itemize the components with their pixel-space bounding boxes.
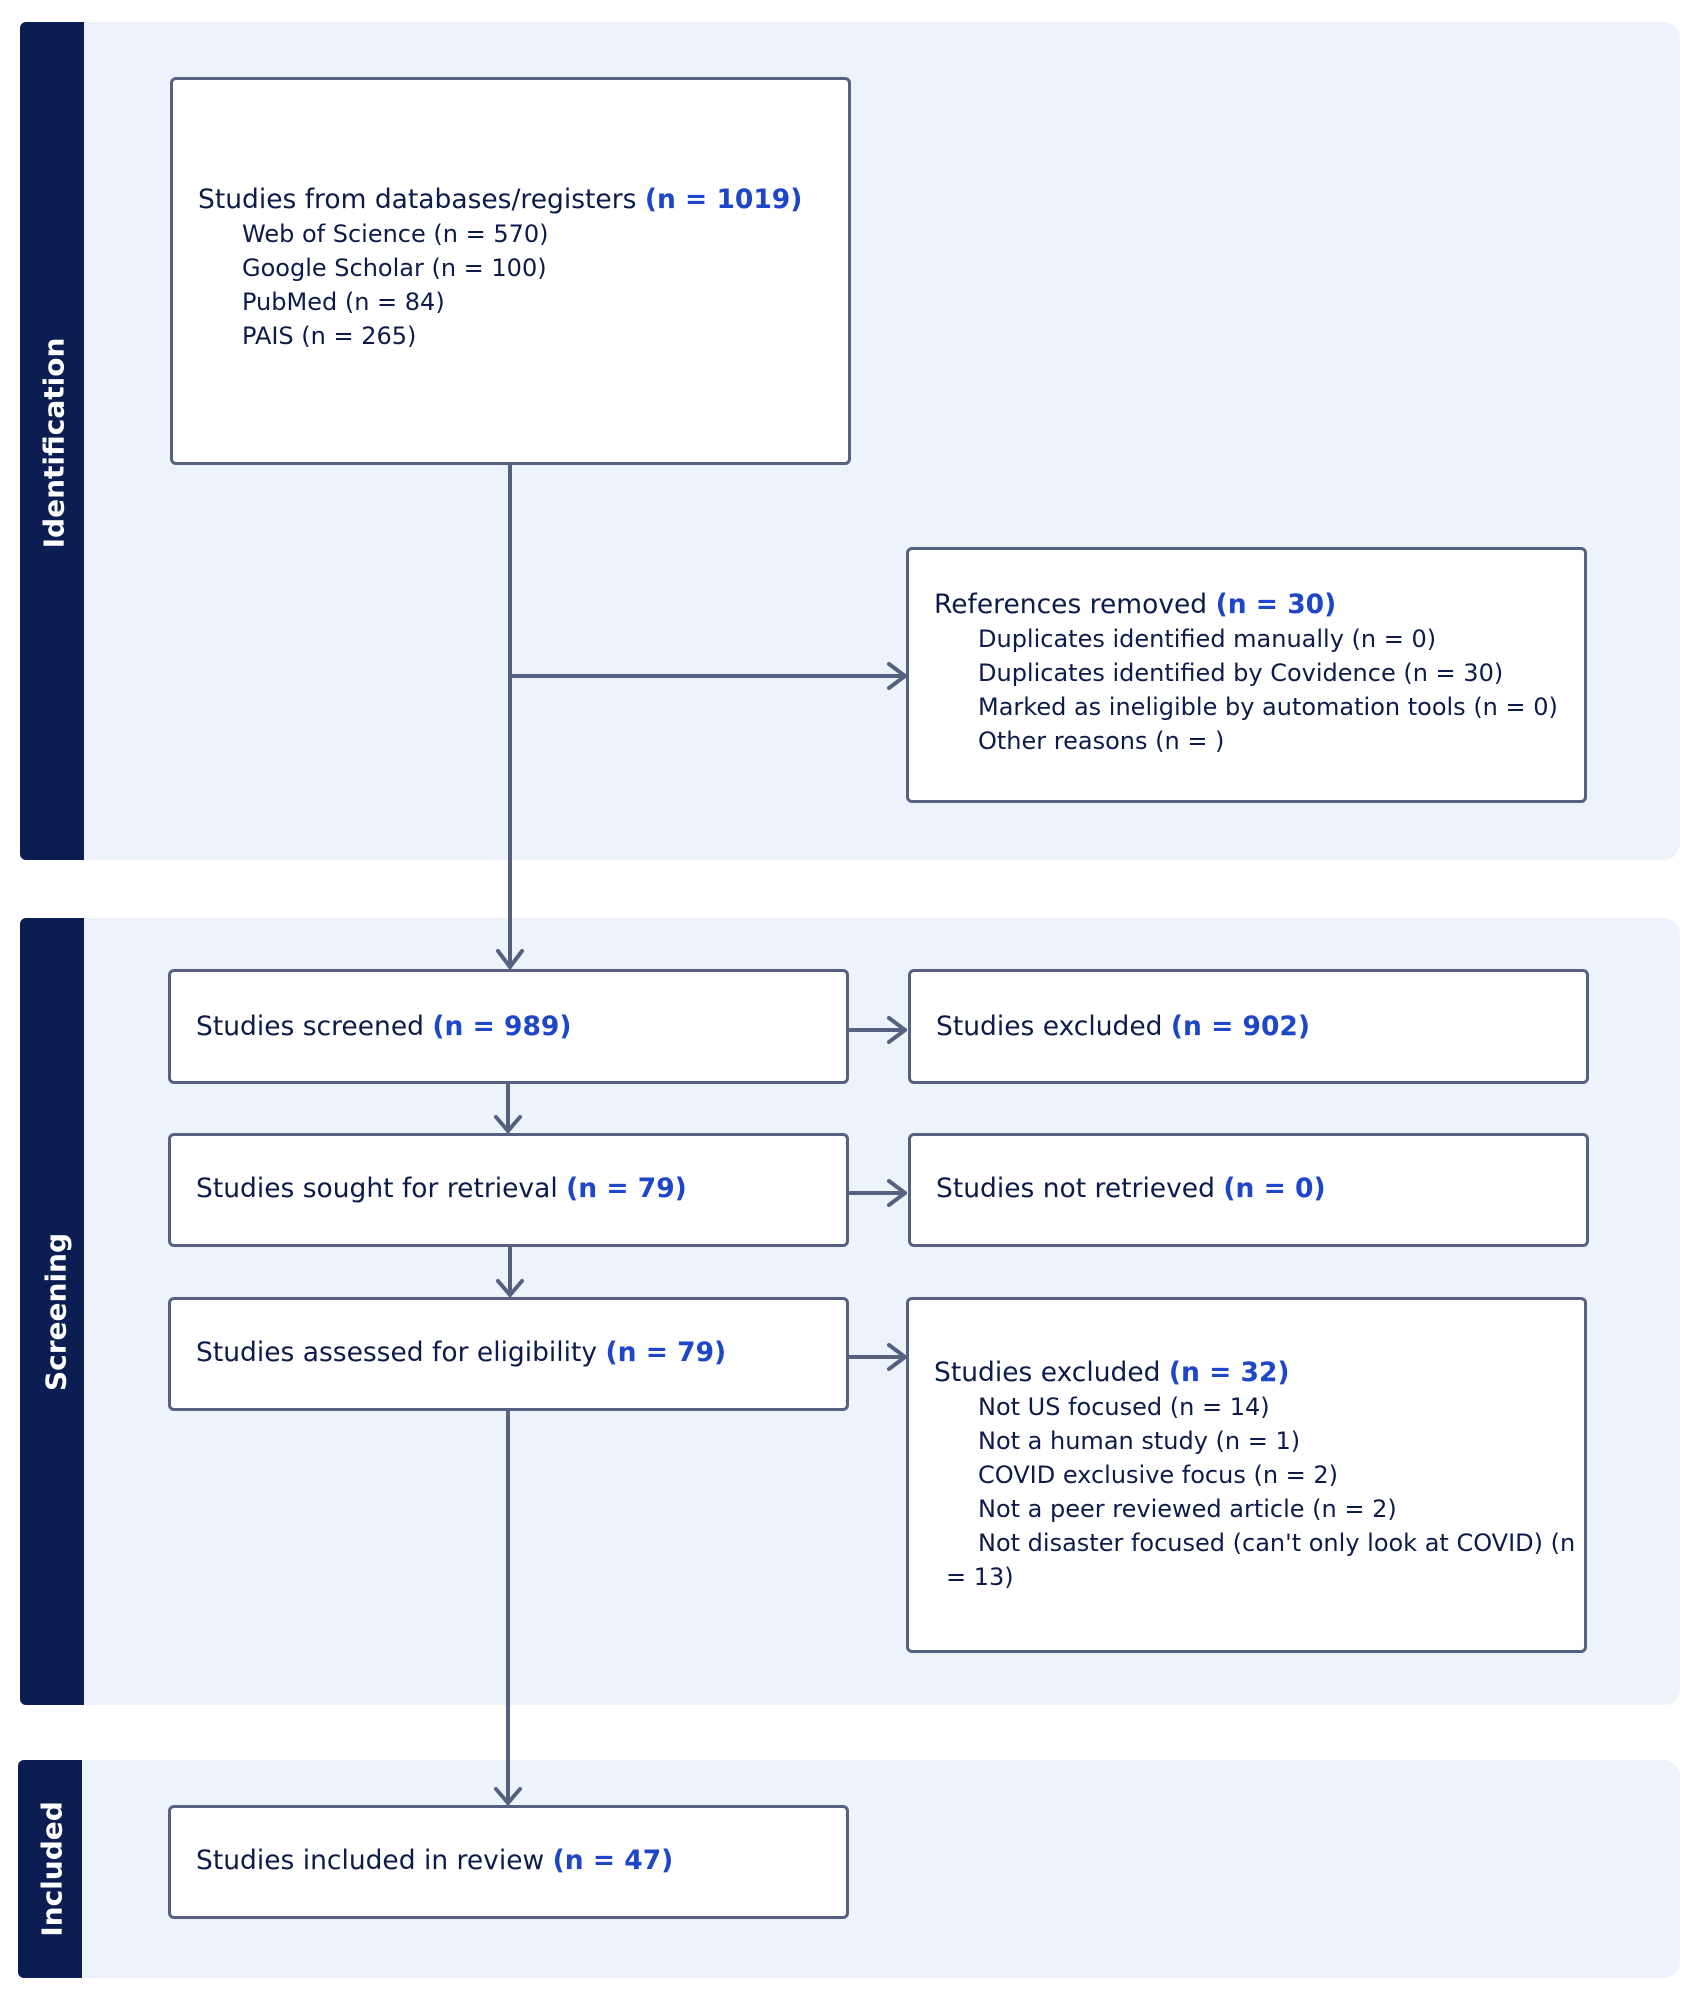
sought-box: Studies sought for retrieval (n = 79): [168, 1133, 849, 1247]
list-item: PubMed (n = 84): [242, 288, 445, 316]
sources-title: Studies from databases/registers: [198, 184, 637, 215]
list-item: Not a peer reviewed article (n = 2): [978, 1495, 1397, 1523]
sought-title-line: Studies sought for retrieval (n = 79): [196, 1172, 826, 1206]
sought-count: (n = 79): [566, 1173, 687, 1204]
list-item: Marked as ineligible by automation tools…: [978, 693, 1558, 721]
not-retrieved-title-line: Studies not retrieved (n = 0): [936, 1172, 1566, 1206]
included-stage-bar: [18, 1760, 82, 1978]
removed-title: References removed: [934, 589, 1208, 620]
excluded-count: (n = 902): [1170, 1011, 1310, 1042]
screened-title-line: Studies screened (n = 989): [196, 1010, 826, 1044]
list-item: PAIS (n = 265): [242, 322, 417, 350]
not-retrieved-title: Studies not retrieved: [936, 1173, 1215, 1204]
screened-count: (n = 989): [432, 1011, 572, 1042]
excluded-title: Studies excluded: [936, 1011, 1163, 1042]
not-retrieved-box: Studies not retrieved (n = 0): [908, 1133, 1589, 1247]
assessed-title-line: Studies assessed for eligibility (n = 79…: [196, 1336, 826, 1370]
list-item-continuation: = 13): [946, 1563, 1014, 1591]
excluded-title-line: Studies excluded (n = 902): [936, 1010, 1566, 1044]
list-item: Web of Science (n = 570): [242, 220, 549, 248]
not-retrieved-count: (n = 0): [1223, 1173, 1326, 1204]
screening-stage-bar: [20, 918, 84, 1705]
removed-box: References removed (n = 30) Duplicates i…: [906, 547, 1587, 803]
list-item: Duplicates identified manually (n = 0): [978, 625, 1437, 653]
excluded-box: Studies excluded (n = 902): [908, 969, 1589, 1084]
identification-stage-bar: [20, 22, 84, 860]
sought-title: Studies sought for retrieval: [196, 1173, 558, 1204]
included-count: (n = 47): [552, 1845, 674, 1876]
list-item: Google Scholar (n = 100): [242, 254, 547, 282]
sources-box: Studies from databases/registers (n = 10…: [170, 77, 851, 465]
sources-count: (n = 1019): [644, 184, 803, 215]
assessed-title: Studies assessed for eligibility: [196, 1337, 598, 1368]
excluded-reasons-box: Studies excluded (n = 32) Not US focused…: [906, 1297, 1587, 1653]
list-item: Duplicates identified by Covidence (n = …: [978, 659, 1504, 687]
list-item: COVID exclusive focus (n = 2): [978, 1461, 1339, 1489]
screened-title: Studies screened: [196, 1011, 424, 1042]
list-item: Not US focused (n = 14): [978, 1393, 1270, 1421]
list-item: Not disaster focused (can't only look at…: [978, 1529, 1576, 1557]
list-item: Not a human study (n = 1): [978, 1427, 1301, 1455]
assessed-box: Studies assessed for eligibility (n = 79…: [168, 1297, 849, 1411]
screened-box: Studies screened (n = 989): [168, 969, 849, 1084]
excluded-reasons-title: Studies excluded: [934, 1357, 1161, 1388]
list-item: Other reasons (n = ): [978, 727, 1225, 755]
included-title: Studies included in review: [196, 1845, 545, 1876]
removed-title-line: References removed (n = 30): [934, 588, 1564, 622]
sources-title-line: Studies from databases/registers (n = 10…: [198, 183, 828, 217]
excluded-reasons-title-line: Studies excluded (n = 32): [934, 1356, 1564, 1390]
removed-count: (n = 30): [1215, 589, 1337, 620]
excluded-reasons-count: (n = 32): [1168, 1357, 1290, 1388]
included-title-line: Studies included in review (n = 47): [196, 1844, 826, 1878]
assessed-count: (n = 79): [605, 1337, 727, 1368]
included-box: Studies included in review (n = 47): [168, 1805, 849, 1919]
